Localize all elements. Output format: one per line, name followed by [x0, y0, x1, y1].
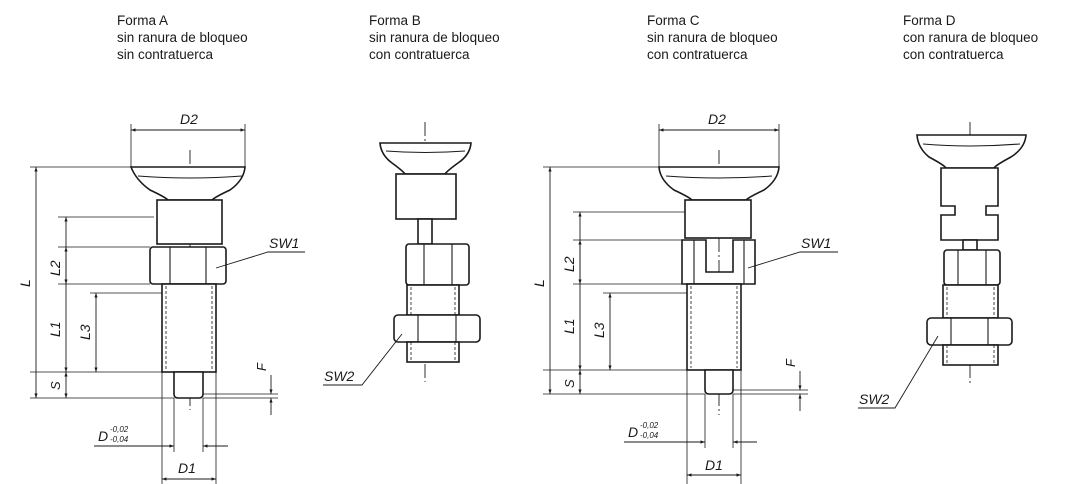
caption-line-2: con contratuerca	[369, 47, 470, 62]
dim-d2: D2	[180, 111, 198, 127]
thread-end	[942, 344, 999, 366]
knob	[658, 166, 780, 201]
dim-l2: L2	[561, 256, 577, 272]
drawing-forma-c: D2 L L1 L2 L3 S F D -0,02 -0,04	[531, 111, 838, 484]
caption-line-1: sin ranura de bloqueo	[647, 30, 778, 45]
dim-d-tol-lower: -0,04	[640, 431, 659, 440]
thread-body	[161, 283, 217, 373]
dim-f: F	[254, 362, 269, 371]
label-sw2: SW2	[324, 368, 355, 384]
thread-body	[686, 283, 742, 371]
dim-l1: L1	[561, 318, 577, 334]
dim-s: S	[48, 381, 63, 390]
notched-shank	[940, 167, 999, 241]
caption-forma-b: Forma B sin ranura de bloqueo con contra…	[369, 12, 500, 63]
drawing-forma-b: SW2	[323, 122, 481, 386]
knob	[379, 142, 472, 175]
dim-d1: D1	[178, 460, 196, 476]
caption-forma-a: Forma A sin ranura de bloqueo sin contra…	[117, 12, 248, 63]
label-sw1: SW1	[801, 235, 831, 251]
dim-l3: L3	[77, 324, 93, 340]
label-sw2: SW2	[859, 391, 890, 407]
caption-title: Forma B	[369, 13, 421, 28]
caption-line-2: con contratuerca	[903, 47, 1004, 62]
dim-d-tol-lower: -0,04	[110, 435, 129, 444]
dim-s: S	[562, 379, 577, 388]
dim-f: F	[783, 358, 798, 367]
pin-neck	[962, 239, 978, 251]
pin-neck	[417, 218, 433, 245]
dim-l3: L3	[591, 322, 607, 338]
thread-body	[406, 284, 460, 316]
caption-title: Forma A	[117, 13, 169, 28]
drawing-forma-d: SW2	[858, 122, 1027, 409]
shank	[395, 173, 457, 220]
caption-line-1: sin ranura de bloqueo	[369, 30, 500, 45]
dim-l: L	[17, 279, 33, 287]
dim-d: D	[98, 428, 108, 444]
lock-nut	[393, 314, 481, 343]
lock-nut	[926, 317, 1013, 346]
thread-end	[406, 341, 460, 363]
dim-l2: L2	[47, 260, 63, 276]
caption-title: Forma D	[903, 13, 956, 28]
dim-d-tol-upper: -0,02	[640, 421, 659, 430]
pin	[704, 369, 734, 395]
dim-d1: D1	[705, 457, 723, 473]
shank	[684, 199, 752, 239]
caption-forma-c: Forma C sin ranura de bloqueo con contra…	[647, 12, 778, 63]
caption-line-2: con contratuerca	[647, 47, 748, 62]
pin	[173, 371, 204, 399]
caption-forma-d: Forma D con ranura de bloqueo con contra…	[903, 12, 1038, 63]
knob	[129, 166, 246, 201]
hex-nut	[943, 249, 1001, 286]
hex-nut	[149, 246, 227, 285]
dim-d-tol-upper: -0,02	[110, 425, 129, 434]
caption-line-1: sin ranura de bloqueo	[117, 30, 248, 45]
caption-line-2: sin contratuerca	[117, 47, 214, 62]
shank	[156, 199, 223, 245]
dim-l: L	[531, 279, 547, 287]
dim-l1: L1	[47, 321, 63, 337]
drawing-forma-a: D2 L L1 L2 L3 S F D	[17, 111, 305, 484]
thread-body	[942, 284, 999, 319]
label-sw1: SW1	[269, 235, 299, 251]
caption-title: Forma C	[647, 13, 700, 28]
hex-nut	[405, 243, 470, 286]
knob	[916, 134, 1027, 169]
dim-d: D	[628, 424, 638, 440]
caption-line-1: con ranura de bloqueo	[903, 30, 1039, 45]
dim-d2: D2	[708, 111, 726, 127]
